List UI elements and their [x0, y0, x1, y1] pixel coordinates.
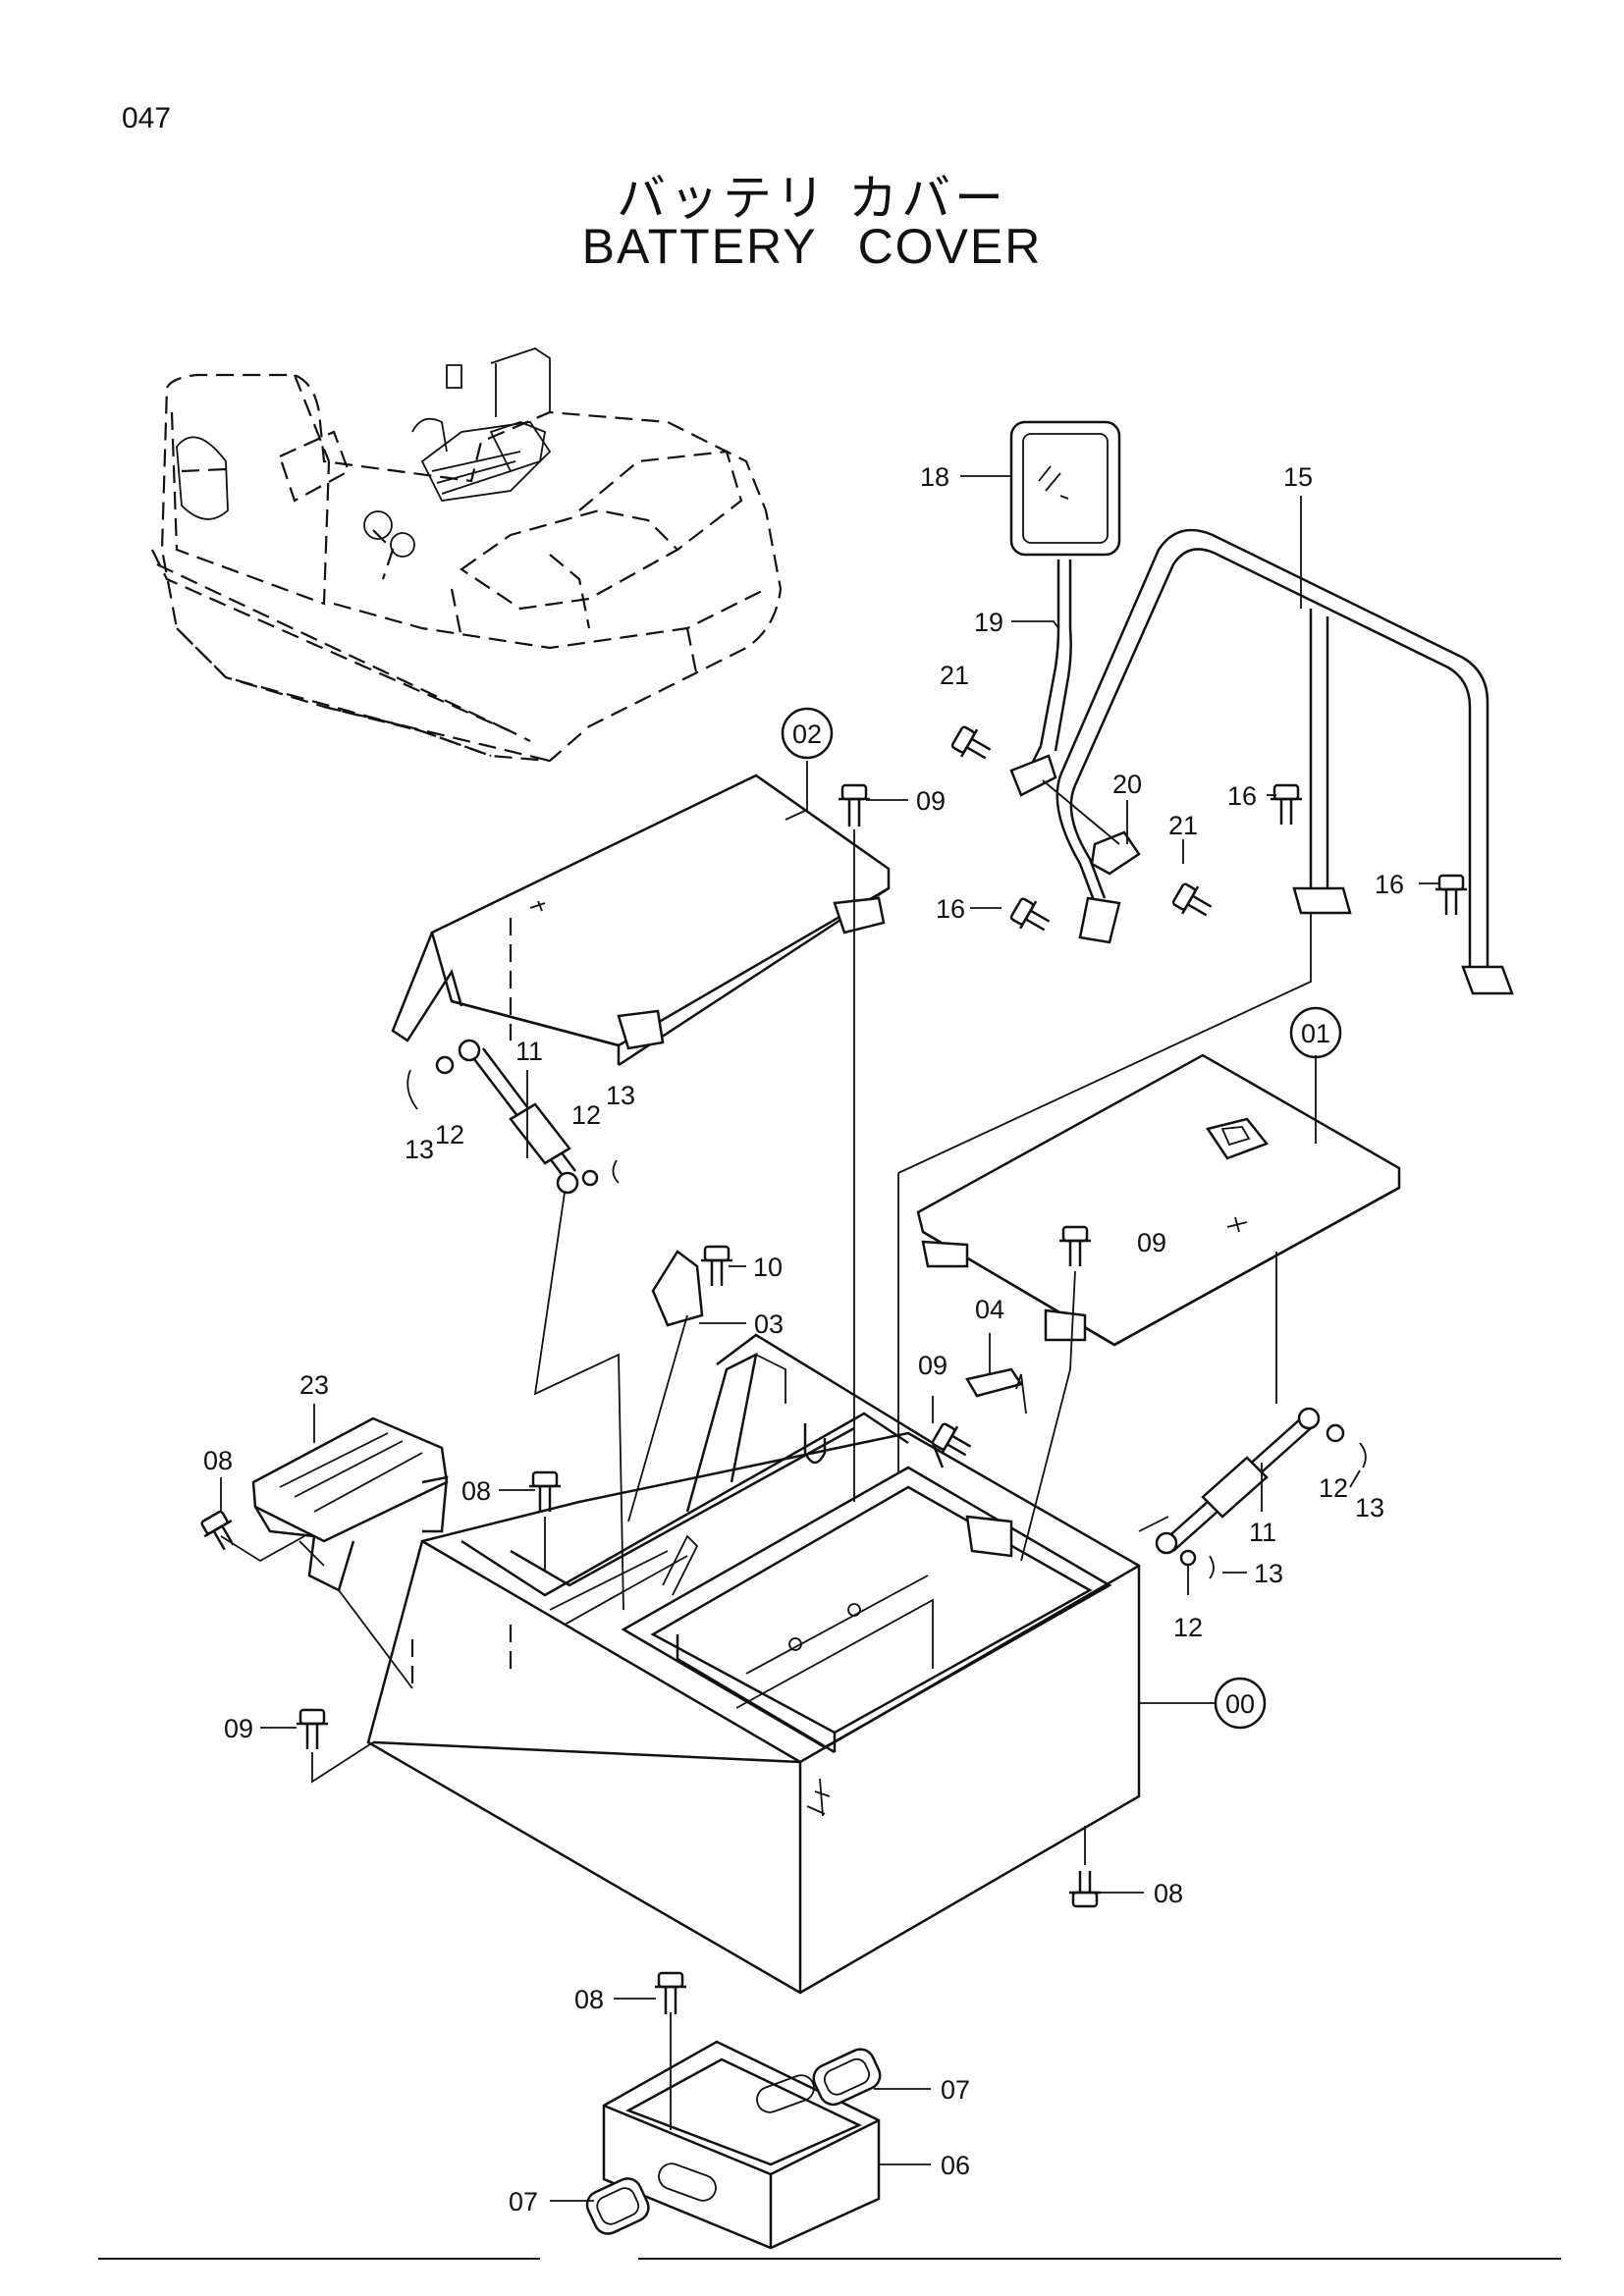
footer-rule-right	[638, 2258, 1561, 2260]
bolt-09d	[297, 1708, 328, 1749]
callout-13-left: 13	[405, 1135, 434, 1164]
callout-13-mid: 13	[606, 1081, 635, 1110]
mirror-assembly	[1009, 420, 1141, 876]
bolt-09a	[839, 783, 870, 827]
callout-03: 03	[754, 1309, 784, 1339]
callout-15: 15	[1283, 462, 1313, 492]
bracket-04	[965, 1367, 1024, 1398]
callout-18: 18	[920, 462, 949, 492]
bracket-03	[651, 1250, 704, 1327]
callout-16-left: 16	[936, 894, 965, 924]
callout-21-upper: 21	[940, 661, 969, 690]
callout-16-rail: 16	[1227, 781, 1257, 811]
callout-11-left: 11	[515, 1037, 543, 1066]
callout-20: 20	[1112, 770, 1142, 799]
bolt-08b	[200, 1510, 235, 1551]
assembly-lines	[220, 829, 1312, 2130]
bolt-16b	[1271, 783, 1302, 825]
callout-08-tray: 08	[574, 1985, 604, 2014]
cover-02	[391, 774, 891, 1067]
callout-00: 00	[1225, 1689, 1255, 1719]
callout-circle-02	[781, 707, 834, 760]
callout-06: 06	[941, 2151, 970, 2180]
callout-23: 23	[299, 1370, 329, 1400]
excavator-overview	[151, 347, 783, 763]
callout-07-right: 07	[941, 2075, 970, 2105]
bolt-16a	[1009, 897, 1051, 932]
callout-12-right: 12	[1319, 1473, 1348, 1503]
tray-06	[585, 2040, 882, 2250]
callout-08-box: 08	[1154, 1879, 1183, 1908]
bolt-08a	[529, 1470, 561, 1512]
cover-01	[916, 1053, 1401, 1347]
bolt-21a	[950, 725, 992, 760]
callout-09-upper: 09	[916, 786, 946, 816]
battery-box	[366, 1333, 1141, 1995]
bolt-09c	[931, 1422, 972, 1457]
callout-01: 01	[1301, 1019, 1330, 1048]
callout-07-left: 07	[509, 2187, 538, 2216]
callout-11-right: 11	[1249, 1518, 1276, 1547]
page-number: 047	[122, 102, 172, 134]
title-japanese: バッテリ カバー	[617, 170, 1007, 227]
callout-08-step: 08	[203, 1446, 233, 1475]
step-23	[251, 1416, 449, 1592]
leader-lines	[220, 475, 1438, 2202]
bolt-10	[701, 1245, 732, 1286]
callout-09-mid: 09	[918, 1351, 947, 1380]
title-english: BATTERY COVER	[581, 219, 1043, 274]
callout-12-left: 12	[435, 1120, 464, 1149]
callout-12-mid: 12	[571, 1100, 601, 1130]
callout-08-frame: 08	[461, 1476, 491, 1506]
callout-09-box: 09	[224, 1714, 253, 1743]
gas-spring-left	[406, 1039, 620, 1195]
callout-10: 10	[753, 1253, 783, 1282]
callout-02: 02	[792, 720, 822, 749]
bolt-08c	[1069, 1871, 1101, 1908]
bolts	[200, 725, 1467, 2014]
callout-13-lower: 13	[1254, 1559, 1283, 1588]
callout-13-right: 13	[1355, 1493, 1384, 1522]
callout-09-cover: 09	[1137, 1228, 1166, 1257]
callout-circle-01	[1289, 1006, 1342, 1059]
gas-spring-right	[1155, 1407, 1367, 1579]
callout-circle-00	[1214, 1677, 1267, 1730]
callout-21-lower: 21	[1168, 811, 1198, 840]
callout-19: 19	[974, 608, 1003, 637]
footer-rule-left	[98, 2258, 540, 2260]
callout-12-lower: 12	[1173, 1613, 1203, 1642]
bolt-21b	[1171, 882, 1213, 917]
callout-labels: 18 15 19 21 02 09 20 21 16 16 16 01 11 1…	[203, 462, 1404, 2216]
bolt-09b	[1059, 1225, 1091, 1266]
callout-16-right: 16	[1375, 870, 1404, 899]
callout-04: 04	[975, 1295, 1004, 1324]
bolt-08d	[655, 1971, 686, 2014]
bolt-16c	[1435, 874, 1467, 915]
handrail	[1056, 528, 1514, 995]
